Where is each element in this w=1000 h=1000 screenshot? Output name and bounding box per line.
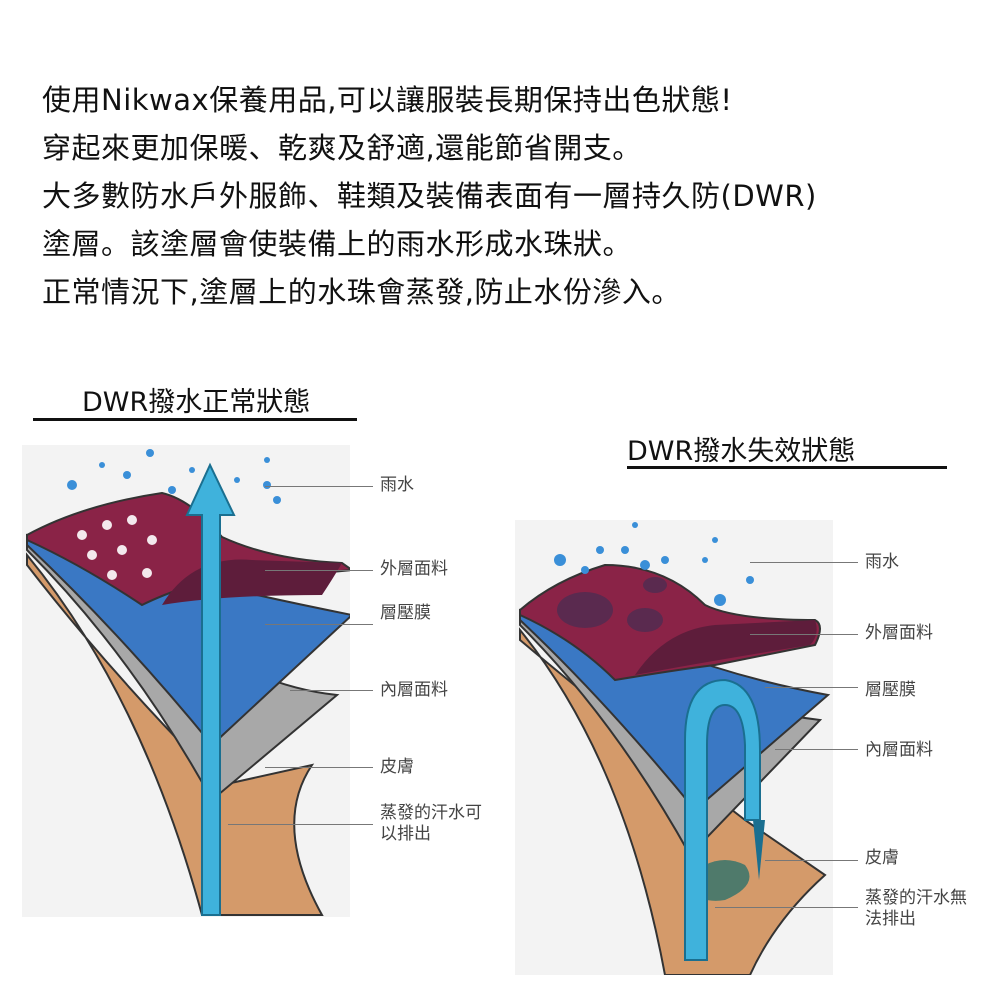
normal-title-rule [33, 418, 357, 421]
intro-line: 使用Nikwax保養用品,可以讓服裝長期保持出色狀態! [42, 83, 733, 117]
intro-line: 正常情況下,塗層上的水珠會蒸發,防止水份滲入。 [42, 275, 681, 309]
intro-line: 大多數防水戶外服飾、鞋類及裝備表面有一層持久防(DWR) [42, 179, 817, 213]
leader-line [750, 562, 858, 563]
blocked-vapor-arrow [684, 678, 761, 961]
label-inner: 內層面料 [865, 740, 933, 760]
normal-diagram [22, 445, 350, 917]
leader-line [265, 570, 373, 571]
failed-title-rule [627, 466, 947, 469]
leader-line [775, 749, 858, 750]
normal-title: DWR撥水正常狀態 [82, 387, 311, 418]
vapor-arrow [185, 462, 236, 916]
label-inner: 內層面料 [380, 680, 448, 700]
raindrops [554, 522, 754, 606]
intro-line: 塗層。該塗層會使裝備上的雨水形成水珠狀。 [42, 227, 633, 261]
label-sweat-line1: 蒸發的汗水可 [380, 803, 482, 823]
intro-text: 使用Nikwax保養用品,可以讓服裝長期保持出色狀態! 穿起來更加保暖、乾爽及舒… [42, 76, 817, 316]
label-skin: 皮膚 [380, 757, 414, 777]
label-rain: 雨水 [380, 475, 414, 495]
label-skin: 皮膚 [865, 848, 899, 868]
label-outer: 外層面料 [865, 623, 933, 643]
wet-patches [557, 577, 667, 632]
label-sweat-line2: 法排出 [865, 909, 916, 929]
label-sweat: 蒸發的汗水可 以排出 [380, 803, 482, 845]
skin-layer [26, 552, 324, 916]
label-sweat: 蒸發的汗水無 法排出 [865, 888, 967, 930]
leader-line [750, 634, 858, 635]
label-sweat-line1: 蒸發的汗水無 [865, 888, 967, 908]
leader-line [265, 624, 373, 625]
leader-line [228, 824, 373, 825]
label-membrane: 層壓膜 [865, 680, 916, 700]
label-sweat-line2: 以排出 [380, 824, 431, 844]
label-rain: 雨水 [865, 552, 899, 572]
leader-line [265, 486, 373, 487]
leader-line [765, 860, 858, 861]
leader-line [290, 690, 373, 691]
label-membrane: 層壓膜 [380, 603, 431, 623]
failed-title: DWR撥水失效狀態 [627, 436, 856, 467]
raindrops [67, 449, 281, 504]
leader-line [715, 907, 858, 908]
leader-line [765, 687, 858, 688]
label-outer: 外層面料 [380, 559, 448, 579]
intro-line: 穿起來更加保暖、乾爽及舒適,還能節省開支。 [42, 131, 642, 165]
failed-diagram [515, 520, 833, 975]
leader-line [265, 767, 373, 768]
